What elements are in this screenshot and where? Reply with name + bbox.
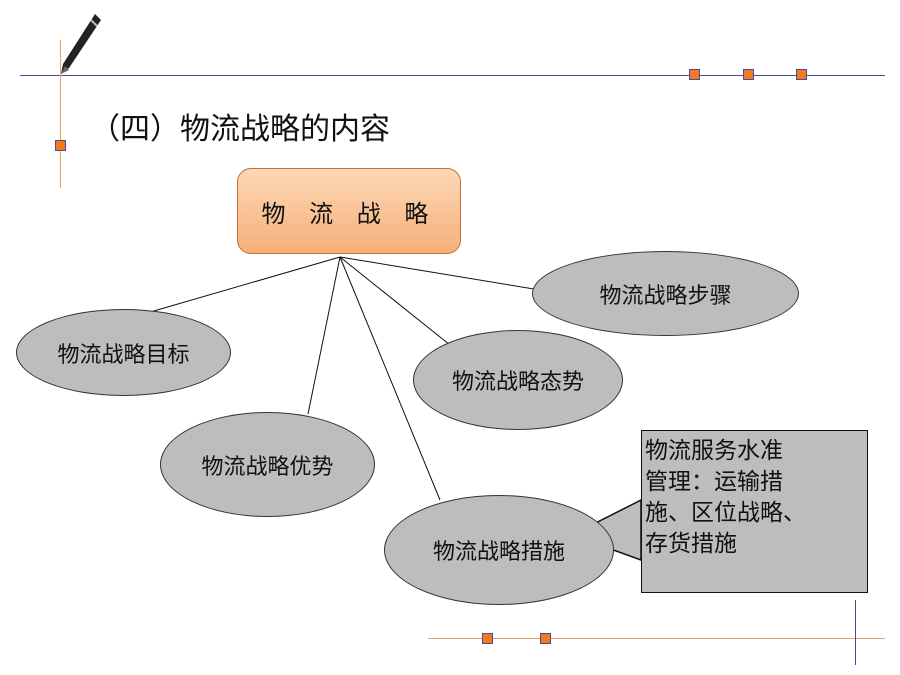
node-steps: 物流战略步骤 <box>532 251 799 336</box>
root-node: 物 流 战 略 <box>237 168 461 254</box>
link-steps <box>339 256 541 291</box>
callout-box <box>641 430 868 593</box>
link-advantage <box>307 256 341 415</box>
bottom-rule <box>428 638 885 639</box>
bullet-square <box>482 633 493 644</box>
bullet-square <box>55 140 66 151</box>
node-goal: 物流战略目标 <box>16 309 231 396</box>
right-rule <box>855 600 856 665</box>
callout-line: 管理：运输措 <box>645 469 783 495</box>
callout-line: 施、区位战略、 <box>645 500 806 526</box>
left-rule <box>60 40 61 188</box>
callout-line: 存货措施 <box>645 531 737 557</box>
top-rule <box>20 75 885 76</box>
slide-title: （四）物流战略的内容 <box>90 112 390 147</box>
link-measures <box>339 256 441 501</box>
node-situation: 物流战略态势 <box>413 330 623 430</box>
callout-line: 物流服务水准 <box>645 438 783 464</box>
pen-icon <box>61 14 101 74</box>
bullet-square <box>689 69 700 80</box>
node-measures: 物流战略措施 <box>384 495 614 605</box>
link-situation <box>339 256 451 346</box>
callout-text: 物流服务水准 管理：运输措 施、区位战略、 存货措施 <box>645 436 867 560</box>
bullet-square <box>540 633 551 644</box>
node-advantage: 物流战略优势 <box>160 412 375 517</box>
bullet-square <box>796 69 807 80</box>
link-goal <box>139 256 341 316</box>
bullet-square <box>743 69 754 80</box>
